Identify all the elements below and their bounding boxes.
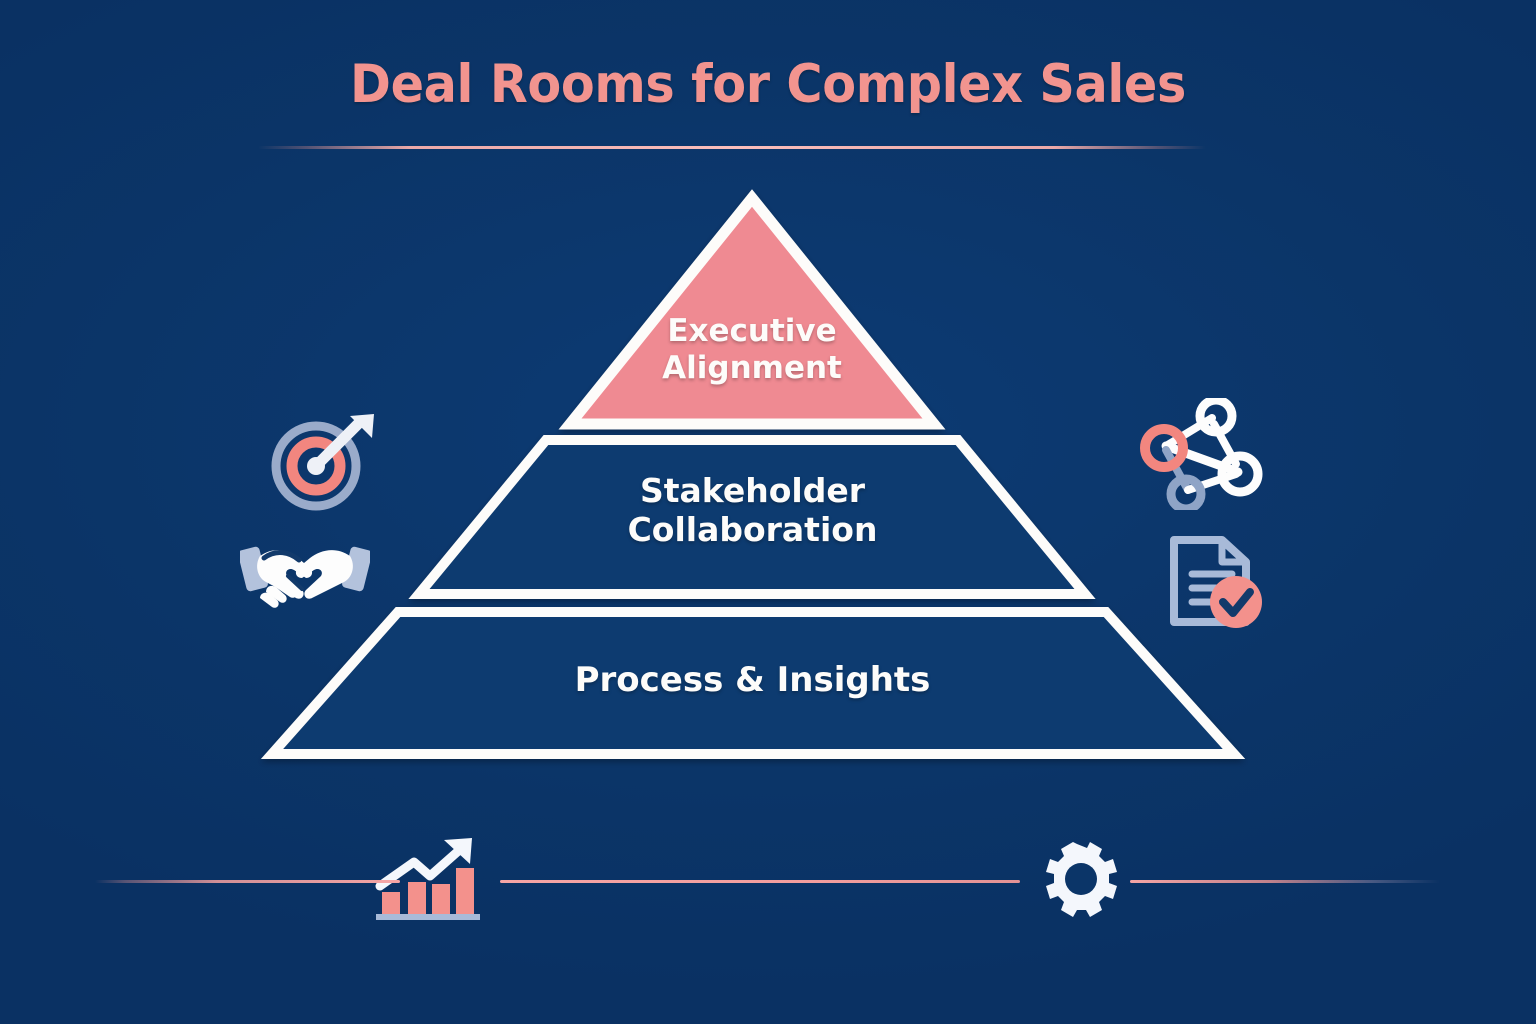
pyramid-tier-3-label: Process & Insights [490, 660, 1015, 700]
target-arrow-icon [262, 412, 378, 516]
gear-icon [1034, 840, 1120, 922]
handshake-icon [240, 524, 370, 616]
tier-1-label-line-1: Executive [667, 313, 837, 349]
title-block: Deal Rooms for Complex Sales [0, 54, 1536, 115]
growth-chart-icon [372, 834, 484, 922]
bottom-divider-rule-right [1130, 880, 1440, 883]
bottom-divider-rule-middle [500, 880, 1020, 883]
document-checkmark-icon [1160, 532, 1272, 632]
pyramid-tier-1-shape[interactable] [558, 189, 946, 430]
pyramid-tier-2-label: Stakeholder Collaboration [560, 471, 945, 550]
title-divider-rule [258, 146, 1206, 149]
pyramid-tier-1-label: Executive Alignment [612, 313, 892, 386]
tier-1-label-line-2: Alignment [662, 349, 842, 386]
tier-2-label-line-2: Collaboration [627, 509, 878, 549]
network-nodes-icon [1140, 398, 1266, 510]
tier-3-label-line-1: Process & Insights [574, 660, 931, 700]
bottom-divider-rule-left [95, 880, 400, 883]
page-title: Deal Rooms for Complex Sales [350, 54, 1186, 115]
tier-2-label-line-1: Stakeholder [639, 471, 865, 510]
